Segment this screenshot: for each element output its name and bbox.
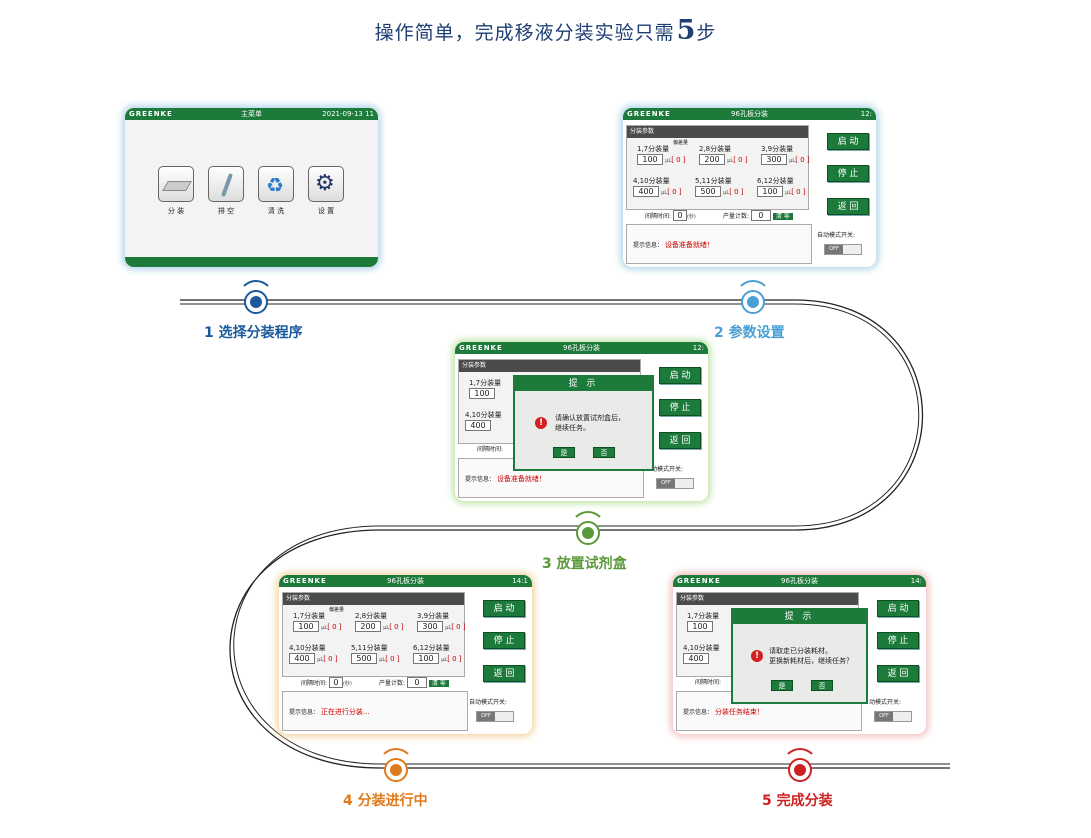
- back-button[interactable]: 返 回: [659, 432, 701, 449]
- auto-mode-toggle[interactable]: OFF: [824, 244, 862, 255]
- step5-marker: [782, 748, 818, 785]
- auto-mode-toggle[interactable]: OFF: [656, 478, 694, 489]
- step4-marker: [378, 748, 414, 785]
- step3-marker: [570, 511, 606, 548]
- stop-button[interactable]: 停 止: [877, 632, 919, 649]
- start-button[interactable]: 启 动: [483, 600, 525, 617]
- start-button[interactable]: 启 动: [877, 600, 919, 617]
- back-button[interactable]: 返 回: [483, 665, 525, 682]
- start-button[interactable]: 启 动: [659, 367, 701, 384]
- drain-icon[interactable]: [208, 166, 244, 202]
- menu-item-settings[interactable]: 设 置: [317, 207, 335, 215]
- step2-marker: [735, 280, 771, 317]
- confirm-dialog: 提 示 ! 请确认放置试剂盒后，继续任务。 是 否: [513, 375, 654, 471]
- step5-label: 5 完成分装: [762, 793, 833, 809]
- menu-item-drain[interactable]: 排 空: [217, 207, 235, 215]
- menu-item-clean[interactable]: 清 洗: [267, 207, 285, 215]
- back-button[interactable]: 返 回: [877, 665, 919, 682]
- page-title: 操作简单，完成移液分装实验只需5步: [374, 15, 717, 46]
- yes-button[interactable]: 是: [553, 447, 575, 458]
- dispense-icon[interactable]: [158, 166, 194, 202]
- warning-icon: !: [751, 650, 763, 662]
- auto-mode-toggle[interactable]: OFF: [874, 711, 912, 722]
- done-dialog: 提 示 ! 请取走已分装耗材。更换新耗材后，继续任务？ 是 否: [731, 608, 868, 704]
- recycle-icon[interactable]: ♻: [258, 166, 294, 202]
- step3-label: 3 放置试剂盒: [542, 556, 627, 572]
- auto-mode-toggle[interactable]: OFF: [476, 711, 514, 722]
- step1-marker: [238, 280, 274, 317]
- no-button[interactable]: 否: [811, 680, 833, 691]
- step4-label: 4 分装进行中: [343, 793, 428, 809]
- start-button[interactable]: 启 动: [827, 133, 869, 150]
- menu-item-dispense[interactable]: 分 装: [167, 207, 185, 215]
- no-button[interactable]: 否: [593, 447, 615, 458]
- stop-button[interactable]: 停 止: [483, 632, 525, 649]
- step1-label: 1 选择分装程序: [204, 325, 303, 341]
- stop-button[interactable]: 停 止: [827, 165, 869, 182]
- warning-icon: !: [535, 417, 547, 429]
- back-button[interactable]: 返 回: [827, 198, 869, 215]
- step2-label: 2 参数设置: [714, 325, 785, 341]
- gear-icon[interactable]: ⚙: [308, 166, 344, 202]
- stop-button[interactable]: 停 止: [659, 399, 701, 416]
- yes-button[interactable]: 是: [771, 680, 793, 691]
